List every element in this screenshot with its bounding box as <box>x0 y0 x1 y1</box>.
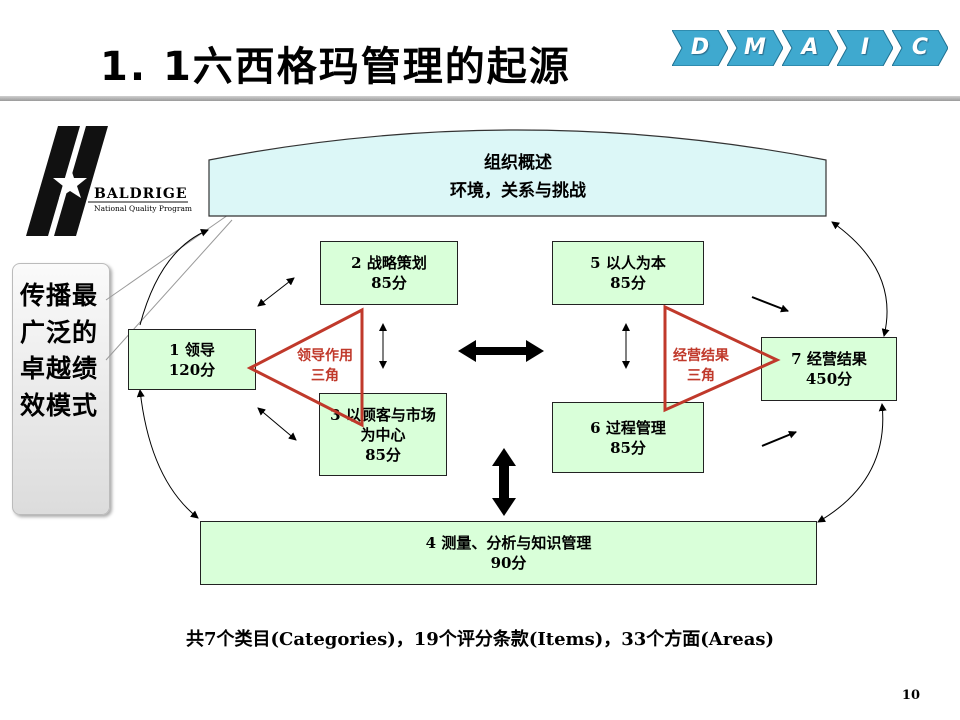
side-callout <box>12 263 110 515</box>
double-arrow-vertical <box>492 448 516 516</box>
outer-arrow <box>817 403 887 523</box>
environment-banner <box>208 129 827 217</box>
outer-arrow <box>831 221 890 337</box>
category-score: 85分 <box>365 445 401 464</box>
category-box-customer: 3 以顾客与市场为中心 85分 <box>319 393 447 476</box>
category-name: 5 以人为本 <box>590 254 666 272</box>
leadership-triangle <box>246 307 364 428</box>
leadership-triangle-label: 领导作用三角 <box>297 348 353 384</box>
dmaic-letter: C <box>911 35 929 60</box>
environment-subtitle: 环境，关系与挑战 <box>450 181 586 201</box>
logo-wordmark: BALDRIGE <box>94 186 188 202</box>
dmaic-step-a: A <box>782 30 838 66</box>
dmaic-step-i: I <box>837 30 893 66</box>
results-triangle <box>663 304 781 413</box>
category-name: 3 以顾客与市场为中心 <box>330 405 436 444</box>
category-score: 90分 <box>490 554 527 572</box>
title-divider <box>0 96 960 101</box>
category-score: 85分 <box>371 274 407 292</box>
footer-summary: 共7个类目(Categories)，19个评分条款(Items)，33个方面(A… <box>185 629 775 650</box>
dmaic-letter: M <box>744 35 766 60</box>
results-triangle-label: 经营结果三角 <box>673 348 729 384</box>
callout-pointer <box>105 219 233 361</box>
category-score: 120分 <box>168 360 216 379</box>
dmaic-letter: A <box>801 35 819 60</box>
outer-arrow <box>139 229 209 326</box>
page-title: 1. 1六西格玛管理的起源 <box>100 44 571 90</box>
category-box-measurement: 4 测量、分析与知识管理 90分 <box>200 521 817 585</box>
category-name: 4 测量、分析与知识管理 <box>425 534 592 552</box>
page-number: 10 <box>901 688 920 703</box>
category-box-leadership: 1 领导 120分 <box>128 329 256 390</box>
dmaic-letter: I <box>860 35 870 60</box>
category-box-people: 5 以人为本 85分 <box>552 241 704 305</box>
double-arrow-horizontal <box>458 340 544 362</box>
link-arrow <box>751 296 789 313</box>
category-box-process: 6 过程管理 85分 <box>552 402 704 473</box>
link-arrow <box>257 277 295 307</box>
link-arrow <box>761 430 797 447</box>
category-box-results: 7 经营结果 450分 <box>761 337 897 401</box>
side-callout-text: 传播最广泛的卓越绩效模式 <box>20 281 99 420</box>
outer-arrow <box>136 389 199 519</box>
category-score: 450分 <box>805 370 853 388</box>
category-name: 7 经营结果 <box>791 350 867 368</box>
logo-subtitle: National Quality Program <box>94 204 193 213</box>
category-name: 1 领导 <box>169 340 215 359</box>
baldrige-logo <box>26 126 188 236</box>
link-arrow <box>257 407 297 441</box>
category-score: 85分 <box>610 438 646 457</box>
chevron-icon <box>837 30 893 66</box>
chevron-icon <box>782 30 838 66</box>
chevron-icon <box>892 30 948 66</box>
dmaic-step-c: C <box>892 30 948 66</box>
chevron-icon <box>727 30 783 66</box>
environment-title: 组织概述 <box>484 153 552 173</box>
category-name: 6 过程管理 <box>590 418 666 437</box>
dmaic-step-d: D <box>672 30 728 66</box>
chevron-icon <box>672 30 728 66</box>
dmaic-step-m: M <box>727 30 783 66</box>
category-box-strategy: 2 战略策划 85分 <box>320 241 458 305</box>
category-score: 85分 <box>610 274 646 292</box>
category-name: 2 战略策划 <box>351 254 427 272</box>
dmaic-letter: D <box>690 35 710 60</box>
